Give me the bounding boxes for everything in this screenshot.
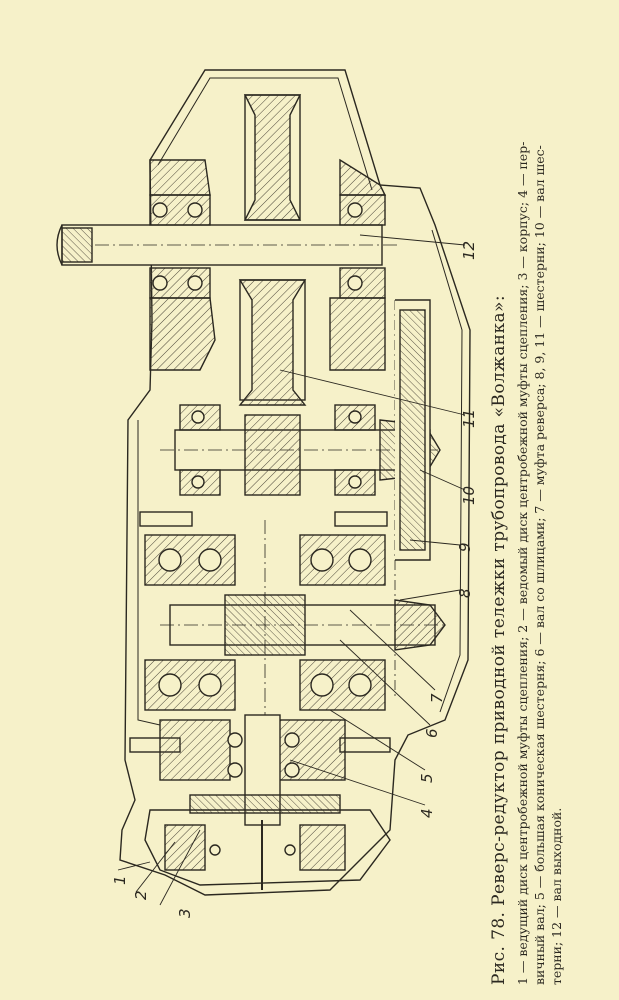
figure-title: Рис. 78. Реверс-редуктор приводной тележ…: [489, 295, 509, 985]
callout-4: 4: [418, 808, 436, 818]
callout-3: 3: [176, 908, 194, 918]
figure-caption: Рис. 78. Реверс-редуктор приводной тележ…: [488, 25, 600, 985]
figure-legend-line-3: терни; 12 — вал выходной.: [549, 807, 564, 985]
callout-8: 8: [456, 588, 474, 598]
figure-legend-line-1: 1 — ведущий диск центробежной муфты сцеп…: [515, 141, 530, 985]
bearings-lower: [144, 534, 386, 711]
leader-lines: [117, 234, 466, 906]
bolts: [129, 511, 391, 753]
figure-legend-line-2: вичный вал; 5 — большая коническая шесте…: [532, 145, 547, 985]
callout-5: 5: [418, 773, 436, 783]
callout-labels: 1 2 3 4 5 6 7 8 9 10 11 12: [111, 241, 478, 918]
callout-7: 7: [428, 693, 446, 703]
bearings-top: [149, 194, 386, 299]
callout-2: 2: [132, 890, 150, 900]
callout-9: 9: [456, 542, 474, 552]
housing-outline: [119, 69, 471, 896]
callout-1: 1: [111, 875, 129, 885]
callout-11: 11: [460, 409, 478, 428]
callout-6: 6: [423, 728, 441, 738]
callout-12: 12: [460, 241, 478, 260]
callout-10: 10: [460, 486, 478, 505]
